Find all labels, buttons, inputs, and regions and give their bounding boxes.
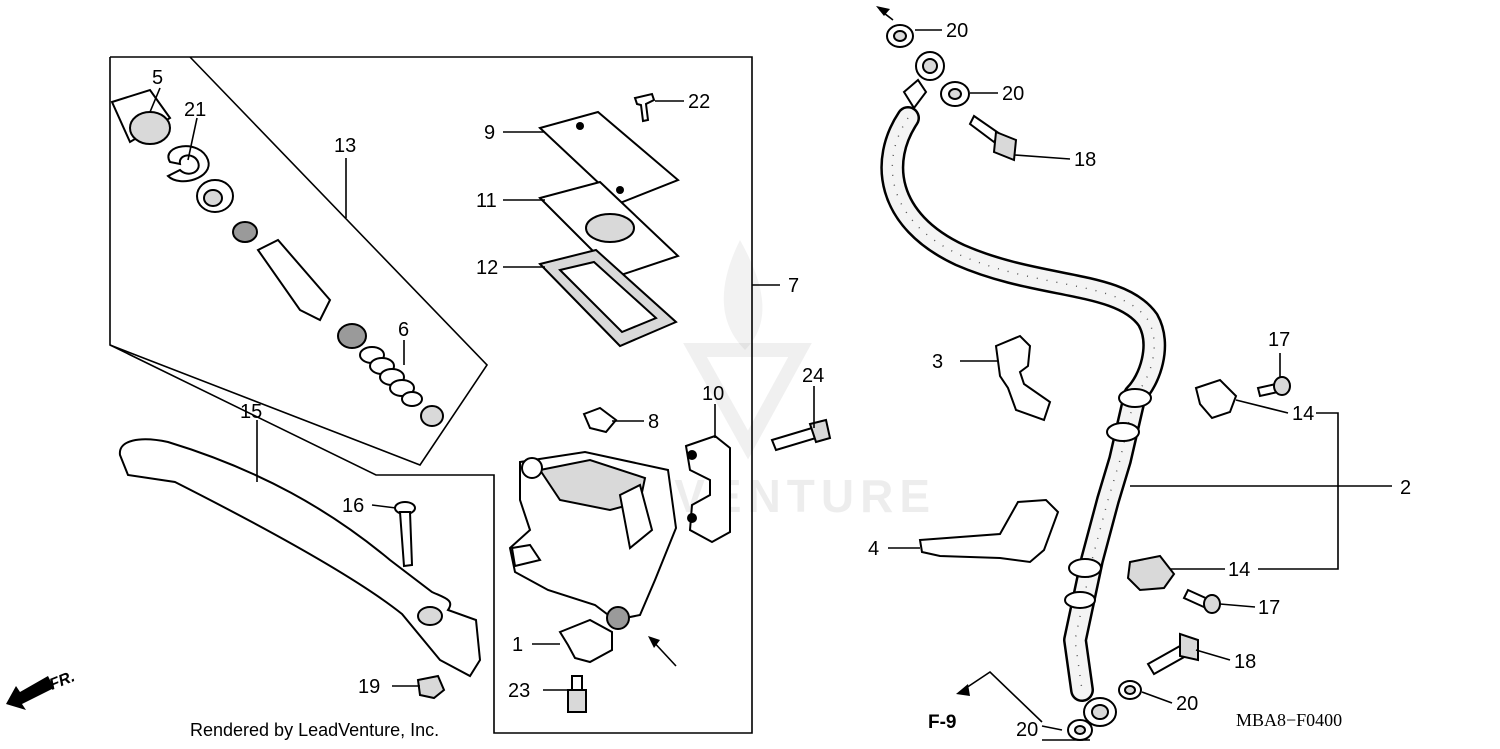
callout-12: 12 (476, 257, 498, 279)
sealing-washer-top (886, 24, 914, 48)
callout-16: 16 (342, 495, 364, 517)
arrow-up-left (876, 6, 890, 16)
front-direction-marker: FR. (6, 668, 77, 710)
front-marker-label: FR. (47, 668, 77, 693)
callout-4: 4 (868, 538, 879, 560)
callout-22: 22 (688, 91, 710, 113)
diaphragm-plate (538, 180, 680, 278)
boot (110, 88, 172, 145)
leader-lines (149, 9, 1392, 741)
holder-bolt (770, 418, 832, 452)
brake-lever (118, 438, 482, 678)
piston-kit (110, 88, 444, 427)
callout-5: 5 (152, 67, 163, 89)
clamp-bolt-lower (1182, 588, 1221, 614)
section-reference: F-9 (928, 712, 957, 733)
callout-8: 8 (648, 411, 659, 433)
brake-hose (880, 51, 1167, 727)
hose-guide-stay-upper (994, 334, 1052, 422)
callout-9: 9 (484, 122, 495, 144)
piston (256, 238, 332, 322)
callout-labels: 5 21 13 6 9 11 12 22 7 8 10 24 1 23 15 1… (152, 20, 1411, 741)
spring (359, 346, 423, 407)
pivot-nut (416, 674, 446, 700)
callout-19: 19 (358, 676, 380, 698)
clamp-bolt-upper (1256, 376, 1291, 398)
callout-15: 15 (240, 401, 262, 423)
switch-screw (567, 675, 587, 713)
mirror-holder (684, 434, 731, 544)
brake-light-switch (558, 618, 613, 664)
callout-23: 23 (508, 680, 530, 702)
callout-17-lower: 17 (1258, 597, 1280, 619)
callout-24: 24 (802, 365, 824, 387)
master-cylinder-body (508, 450, 678, 630)
primary-cup (337, 323, 367, 349)
diaphragm (538, 248, 678, 348)
arrow-assembly (648, 636, 660, 648)
hose-clamp-upper (1194, 378, 1238, 420)
callout-18-upper: 18 (1074, 149, 1096, 171)
callout-14-lower: 14 (1228, 559, 1250, 581)
sealing-washer-lower (1118, 680, 1142, 700)
washer (196, 179, 234, 213)
callout-7: 7 (788, 275, 799, 297)
callout-14-upper: 14 (1292, 403, 1314, 425)
callout-2: 2 (1400, 477, 1411, 499)
reservoir-cover (538, 110, 680, 205)
callout-18-lower: 18 (1234, 651, 1256, 673)
secondary-cup (232, 221, 258, 243)
oil-bolt-lower (1146, 632, 1199, 676)
render-credit: Rendered by LeadVenture, Inc. (190, 720, 439, 740)
callout-20-lower: 20 (1176, 693, 1198, 715)
arrow-section-ref (956, 684, 970, 696)
callout-20-top: 20 (946, 20, 968, 42)
diagram-code: MBA8−F0400 (1236, 710, 1342, 730)
spring-seat (420, 405, 444, 427)
circlip (166, 145, 210, 183)
cover-screw (633, 92, 656, 123)
sealing-washer-bottom (1067, 719, 1093, 741)
callout-13: 13 (334, 135, 356, 157)
callout-11: 11 (476, 190, 497, 212)
callout-17-upper: 17 (1268, 329, 1290, 351)
assembly-frame (109, 56, 753, 734)
callout-21: 21 (184, 99, 206, 121)
callout-6: 6 (398, 319, 409, 341)
hose-clamp-lower (1126, 554, 1176, 592)
callout-20-upper: 20 (1002, 83, 1024, 105)
callout-20-bottom: 20 (1016, 719, 1038, 741)
sealing-washer-upper (940, 81, 970, 107)
stopper-plate (582, 406, 618, 434)
reservoir-cover-group (538, 92, 680, 348)
lever-pivot-bolt (394, 501, 416, 568)
callout-3: 3 (932, 351, 943, 373)
oil-bolt-upper (968, 114, 1018, 162)
callout-10: 10 (702, 383, 724, 405)
hose-guide-stay-lower (918, 498, 1060, 564)
callout-1: 1 (512, 634, 523, 656)
